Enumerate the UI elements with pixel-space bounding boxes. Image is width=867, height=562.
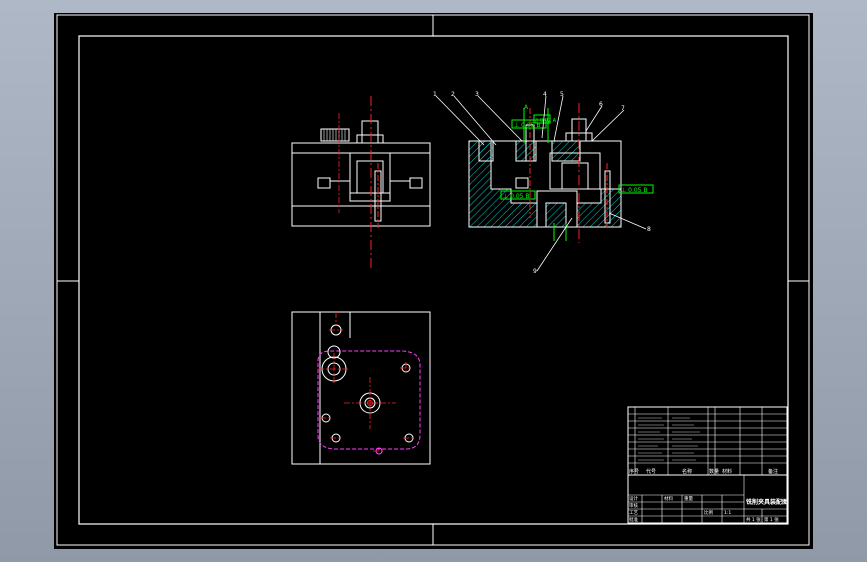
bom-table: 序号 代号 名称 数量 材料 备注 (627, 406, 788, 476)
svg-text:材料: 材料 (664, 495, 673, 502)
front-view (291, 96, 431, 268)
svg-text:6: 6 (599, 101, 603, 108)
svg-text:材料: 材料 (722, 468, 732, 475)
svg-text:⊥ 0.05 B: ⊥ 0.05 B (503, 193, 530, 200)
svg-text:数量: 数量 (709, 468, 719, 475)
gdt-frame-3: ⊥ 0.05 B (618, 184, 654, 194)
datum-a: A (524, 104, 529, 111)
centering-marks (57, 15, 809, 545)
svg-text:重量: 重量 (684, 495, 693, 502)
drawing-canvas[interactable]: ⊥ 0.05 B ⊥ 0.05 B ⊥ 0.05 B // 0.02 A A (54, 13, 813, 549)
svg-text:5: 5 (560, 91, 564, 98)
top-view (291, 311, 431, 465)
svg-text:审核: 审核 (629, 502, 638, 509)
svg-text:⊥ 0.05 B: ⊥ 0.05 B (514, 122, 541, 129)
svg-text:2: 2 (451, 91, 455, 98)
svg-text:4: 4 (543, 91, 547, 98)
svg-text:比例: 比例 (704, 509, 713, 516)
svg-text:工艺: 工艺 (629, 510, 638, 516)
svg-text:共 1 张: 共 1 张 (746, 516, 761, 523)
title-block: 铣削夹具装配图 设计 审核 工艺 批准 比例 1:1 共 1 张 第 1 张 材… (627, 474, 788, 524)
gdt-frame-1: ⊥ 0.05 B (511, 119, 547, 129)
svg-text:设计: 设计 (629, 495, 638, 502)
svg-text:代号: 代号 (646, 468, 656, 475)
svg-text:⊥ 0.05 B: ⊥ 0.05 B (621, 187, 648, 194)
svg-text:8: 8 (647, 226, 651, 233)
cad-drawing: ⊥ 0.05 B ⊥ 0.05 B ⊥ 0.05 B // 0.02 A A (56, 14, 810, 546)
leader-lines (435, 95, 647, 272)
drawing-title: 铣削夹具装配图 (746, 498, 788, 506)
svg-text:1:1: 1:1 (724, 510, 731, 516)
svg-text:// 0.02 A: // 0.02 A (535, 118, 557, 124)
svg-text:3: 3 (475, 91, 479, 98)
sheet-frame (78, 35, 789, 525)
gdt-frame-4: // 0.02 A (533, 114, 557, 124)
svg-text:7: 7 (621, 105, 625, 112)
svg-text:序号: 序号 (629, 468, 639, 475)
balloon-labels: 1 2 3 4 5 6 7 8 9 (433, 91, 651, 275)
section-view: ⊥ 0.05 B ⊥ 0.05 B ⊥ 0.05 B // 0.02 A A (433, 91, 654, 275)
gdt-frame-2: ⊥ 0.05 B (500, 190, 536, 200)
svg-text:第 1 张: 第 1 张 (764, 516, 779, 523)
svg-text:名称: 名称 (682, 468, 692, 475)
svg-text:1: 1 (433, 91, 437, 98)
svg-text:9: 9 (533, 268, 537, 275)
svg-text:批准: 批准 (629, 516, 638, 523)
svg-text:备注: 备注 (768, 468, 778, 475)
